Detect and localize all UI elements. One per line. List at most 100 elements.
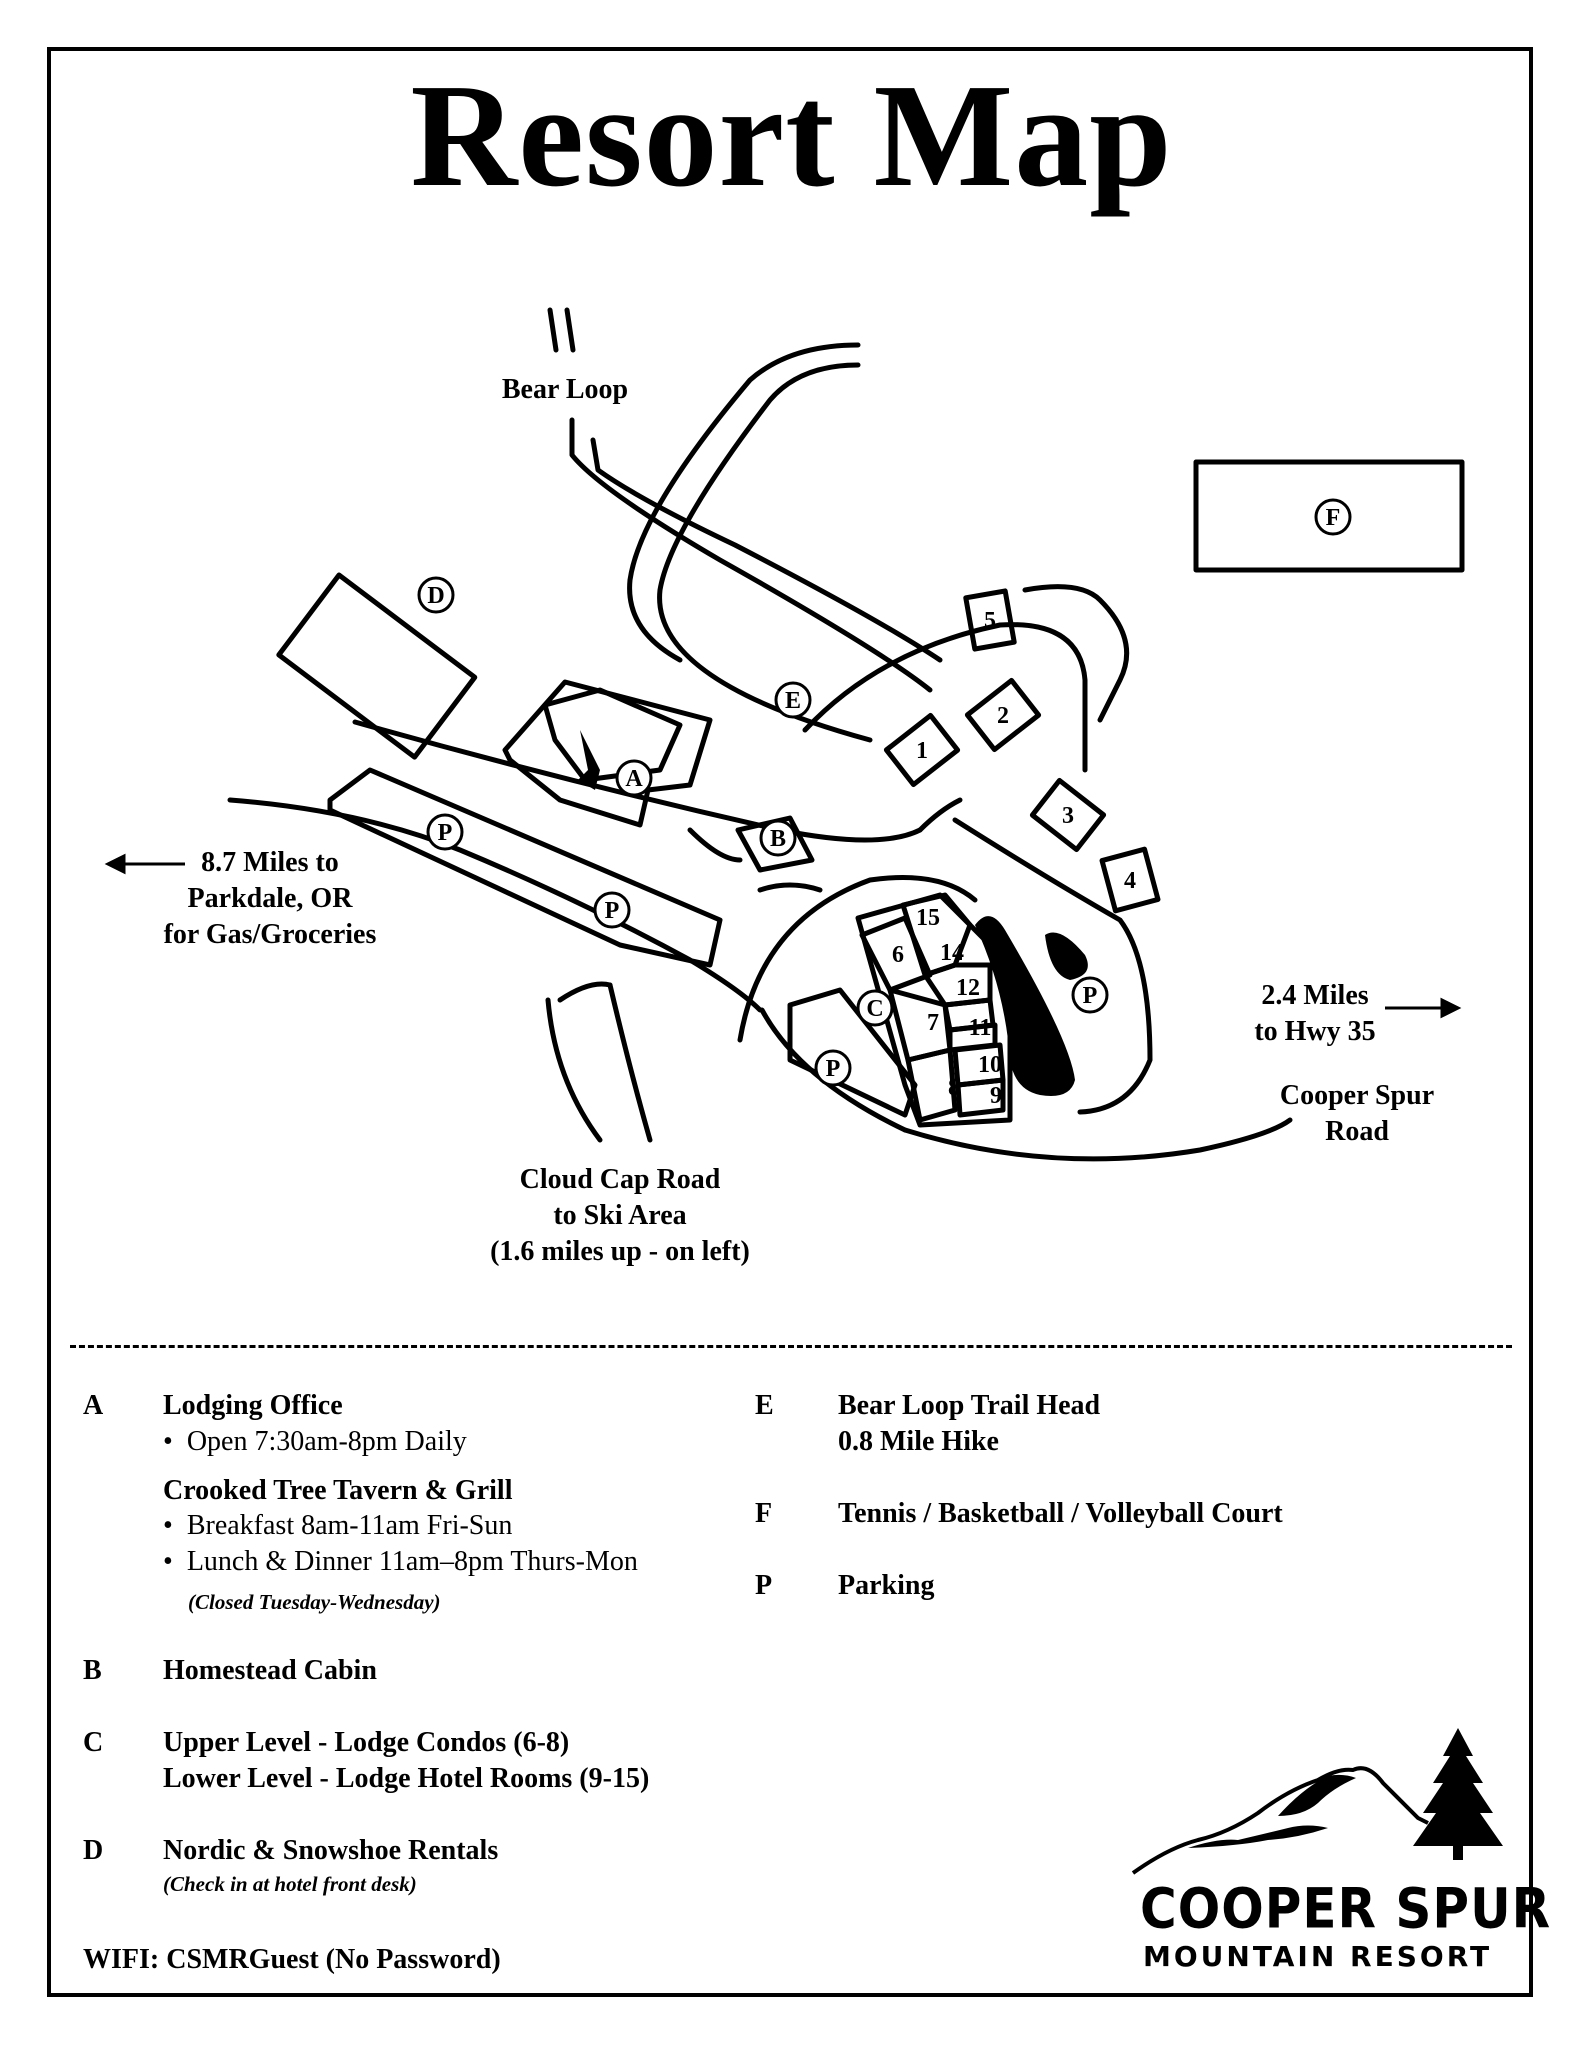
unit-8-number: 8 (948, 1075, 960, 1101)
legend-p-title: Parking (838, 1570, 935, 1601)
unit-9-number: 9 (990, 1083, 1002, 1109)
unit-15 (900, 892, 973, 978)
cloud-cap-road-label: Cloud Cap Road to Ski Area (1.6 miles up… (440, 1162, 800, 1270)
unit-12-number: 12 (956, 975, 980, 1001)
mountain-snow (1278, 1774, 1356, 1816)
hwy35-label-line: to Hwy 35 (1254, 1016, 1376, 1047)
marker-f (1314, 498, 1352, 536)
mountain-logo (1131, 1728, 1503, 1875)
marker-d-label: D (427, 583, 444, 609)
parkdale-label-line: for Gas/Groceries (163, 919, 377, 950)
marker-p-label: P (605, 898, 620, 924)
cabin-5 (963, 588, 1017, 652)
marker-a (615, 759, 653, 797)
west-parking-lot (327, 767, 723, 968)
legend-e-line2: 0.8 Mile Hike (838, 1426, 999, 1457)
legend-d-title: Nordic & Snowshoe Rentals (163, 1835, 499, 1866)
marker-c-label: C (866, 996, 883, 1022)
bear-loop-road (569, 417, 933, 693)
hwy35-label: 2.4 Miles to Hwy 35 (1235, 978, 1395, 1050)
marker-e (774, 681, 812, 719)
lodge-building-inner (542, 687, 683, 783)
legend-a-bullet: • Open 7:30am-8pm Daily (163, 1424, 467, 1460)
lodge-building (502, 679, 713, 828)
bear-loop-label: Bear Loop (501, 374, 629, 405)
cabin-5-number: 5 (984, 608, 996, 634)
marker-p1 (426, 813, 464, 851)
bullet-icon: • (163, 1510, 173, 1541)
page-title: Resort Map (410, 54, 1173, 218)
legend-a-title2: Crooked Tree Tavern & Grill (163, 1475, 513, 1506)
pine-tree-icon (1413, 1728, 1503, 1860)
legend-letter-d: D (83, 1835, 104, 1866)
cooper-spur-road-label-line: Cooper Spur (1279, 1080, 1435, 1111)
marker-a-label: A (625, 766, 643, 792)
road-break-mark (547, 307, 559, 353)
cloud-cap-road (607, 982, 653, 1143)
legend-a-bullet2-text: Breakfast 8am-11am Fri-Sun (186, 1510, 513, 1541)
unit-10-number: 10 (978, 1052, 1002, 1078)
arrow-left-icon (104, 853, 185, 875)
marker-p4 (1071, 976, 1109, 1014)
loop-road (657, 362, 873, 743)
cabin-1-number: 1 (916, 738, 928, 764)
pond-small (1045, 932, 1088, 980)
legend-b-title: Homestead Cabin (163, 1655, 377, 1686)
marker-b-label: B (770, 826, 786, 852)
resort-map: D F E A B P P C P P 1 2 3 4 5 6 7 8 9 10… (104, 307, 1465, 1162)
road-break-mark (564, 307, 576, 353)
bullet-icon: • (163, 1426, 173, 1457)
cloud-cap-road-label-line: to Ski Area (553, 1200, 687, 1231)
unit-9 (955, 1077, 1006, 1118)
unit-6-number: 6 (892, 942, 904, 968)
marker-e-label: E (785, 688, 801, 714)
page-frame (47, 47, 1533, 1997)
logo-title: COOPER SPUR (1140, 1877, 1552, 1941)
legend-letter-e: E (755, 1390, 774, 1421)
cabin-4-number: 4 (1124, 868, 1136, 894)
logo-subtitle: MOUNTAIN RESORT (1143, 1940, 1493, 1973)
unit-14 (922, 962, 993, 1008)
building-d (276, 572, 478, 760)
right-loop-road (1022, 584, 1130, 723)
right-loop-road (802, 622, 1088, 773)
cloud-cap-road-label-line: Cloud Cap Road (519, 1164, 721, 1195)
pond (975, 916, 1075, 1096)
legend-letter-b: B (83, 1655, 102, 1686)
legend-c-line2: Lower Level - Lodge Hotel Rooms (9-15) (163, 1763, 650, 1794)
marker-p2 (593, 891, 631, 929)
legend-a-bullet2: • Breakfast 8am-11am Fri-Sun (163, 1508, 512, 1544)
marker-b (759, 819, 797, 857)
legend-a-bullet-text: Open 7:30am-8pm Daily (186, 1426, 467, 1457)
cooper-spur-road-label: Cooper Spur Road (1262, 1078, 1452, 1150)
legend-a-bullet3-text: Lunch & Dinner 11am–8pm Thurs-Mon (186, 1546, 638, 1577)
building-f-court (1193, 459, 1465, 573)
cloud-cap-road (545, 997, 603, 1143)
parkdale-label: 8.7 Miles to Parkdale, OR for Gas/Grocer… (130, 845, 410, 953)
main-road (352, 719, 923, 843)
legend-letter-a: A (83, 1390, 104, 1421)
cloud-cap-road-label-line: (1.6 miles up - on left) (490, 1236, 750, 1267)
bullet-icon: • (163, 1546, 173, 1577)
legend-letter-c: C (83, 1727, 104, 1758)
cabin-2-number: 2 (997, 703, 1009, 729)
marker-d (417, 576, 455, 614)
mountain-ridge (1188, 1825, 1328, 1848)
inner-loop-road (737, 875, 978, 1043)
legend-a-note: (Closed Tuesday-Wednesday) (188, 1590, 441, 1614)
road-junction (917, 797, 963, 833)
mountain-outline (1131, 1766, 1429, 1875)
hwy35-label-line: 2.4 Miles (1261, 980, 1369, 1011)
legend-a-title: Lodging Office (163, 1390, 343, 1421)
unit-7-number: 7 (927, 1010, 939, 1036)
marker-p3 (814, 1049, 852, 1087)
east-road (952, 817, 1153, 1115)
wifi-info: WIFI: CSMRGuest (No Password) (83, 1944, 501, 1975)
unit-11-number: 11 (969, 1015, 992, 1041)
unit-8 (905, 1047, 958, 1123)
loop-road (627, 342, 861, 663)
marker-p-label: P (1083, 983, 1098, 1009)
south-parking-lot (787, 987, 918, 1118)
parkdale-label-line: 8.7 Miles to (201, 847, 339, 878)
marker-p-label: P (826, 1056, 841, 1082)
